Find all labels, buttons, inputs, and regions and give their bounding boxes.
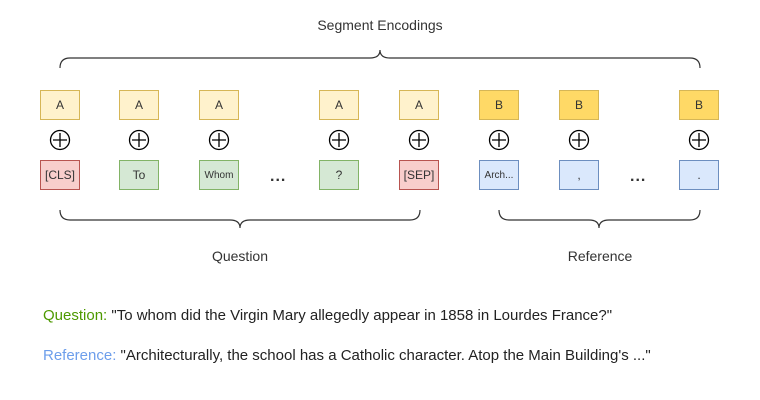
token-box: .: [679, 160, 719, 190]
plus-circle-icon: [49, 129, 71, 151]
segment-encodings-label: Segment Encodings: [317, 17, 443, 33]
question-caption-key: Question:: [43, 307, 108, 324]
reference-brace: [498, 209, 701, 229]
segment-b-box: B: [679, 90, 719, 120]
reference-ellipsis: ...: [630, 168, 647, 185]
reference-caption-key: Reference:: [43, 347, 117, 364]
question-caption: Question: "To whom did the Virgin Mary a…: [43, 307, 612, 324]
plus-circle-icon: [208, 129, 230, 151]
token-box-cls: [CLS]: [40, 160, 80, 190]
reference-caption: Reference: "Architecturally, the school …: [43, 347, 651, 364]
plus-circle-icon: [488, 129, 510, 151]
segment-a-box: A: [119, 90, 159, 120]
plus-circle-icon: [688, 129, 710, 151]
plus-circle-icon: [408, 129, 430, 151]
plus-circle-icon: [328, 129, 350, 151]
plus-circle-icon: [128, 129, 150, 151]
question-brace: [59, 209, 421, 229]
question-group-label: Question: [211, 248, 269, 264]
segment-a-box: A: [399, 90, 439, 120]
token-box-sep: [SEP]: [399, 160, 439, 190]
segment-a-box: A: [319, 90, 359, 120]
token-box: Arch...: [479, 160, 519, 190]
token-box: Whom: [199, 160, 239, 190]
segment-b-box: B: [479, 90, 519, 120]
reference-group-label: Reference: [567, 248, 633, 264]
reference-caption-text: "Architecturally, the school has a Catho…: [120, 347, 651, 364]
segment-encodings-brace: [59, 49, 701, 69]
plus-circle-icon: [568, 129, 590, 151]
token-box: ?: [319, 160, 359, 190]
question-caption-text: "To whom did the Virgin Mary allegedly a…: [111, 307, 613, 324]
token-box: ,: [559, 160, 599, 190]
token-box: To: [119, 160, 159, 190]
segment-a-box: A: [199, 90, 239, 120]
segment-b-box: B: [559, 90, 599, 120]
segment-a-box: A: [40, 90, 80, 120]
question-ellipsis: ...: [270, 168, 287, 185]
